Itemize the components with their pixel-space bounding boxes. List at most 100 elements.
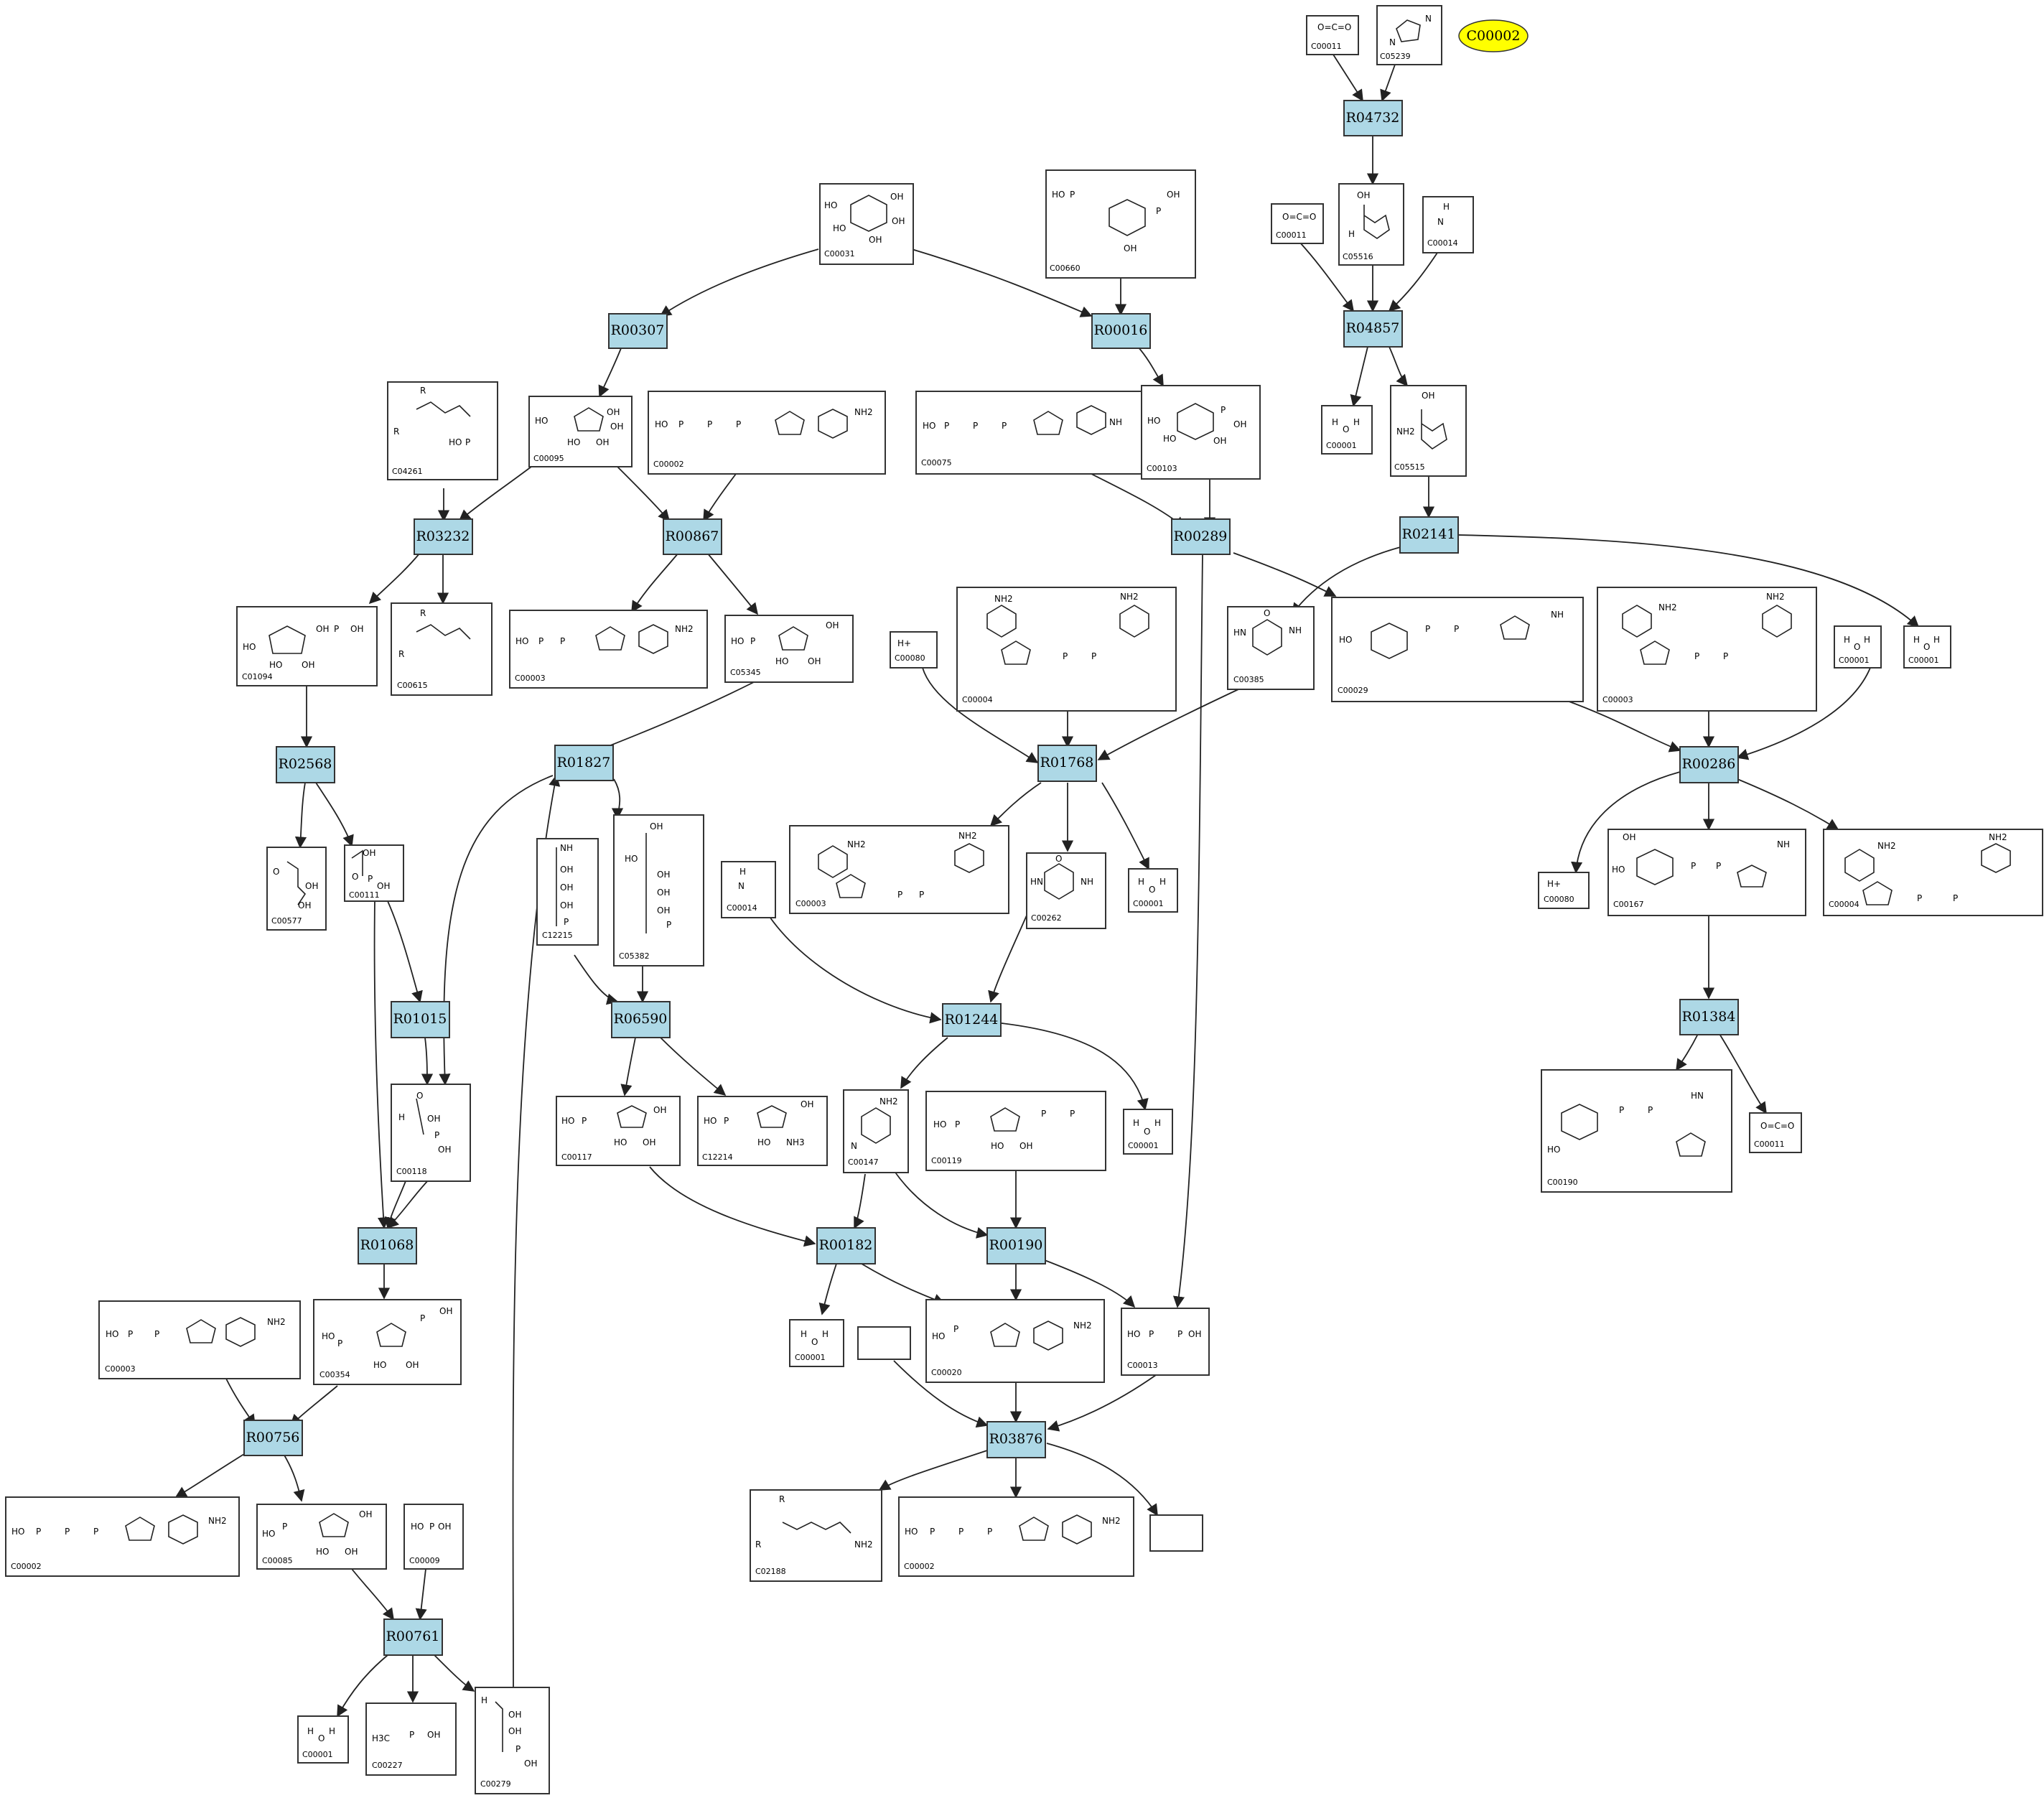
compound-node[interactable]: HO P P OH OH C00660 [1045,169,1196,279]
compound-node[interactable]: H N C00014 [721,861,776,918]
compound-node[interactable]: N N C05239 [1376,5,1442,65]
reaction-node[interactable]: R00867 [663,518,722,555]
compound-node[interactable]: HO P OH HO OH C05345 [724,615,854,683]
atom-label: P [515,1744,521,1754]
compound-node[interactable]: H O H C00001 [1834,625,1882,669]
atom-label: HO [833,223,846,233]
compound-node[interactable]: H OH OH P OH C00279 [475,1687,550,1794]
compound-node[interactable]: R R NH2 C02188 [750,1489,882,1582]
compound-node[interactable]: OH HO P P NH C00167 [1607,829,1806,916]
compound-node[interactable]: H+ C00080 [1538,872,1590,909]
reaction-node[interactable]: R03232 [414,518,473,555]
compound-node[interactable]: O H OH P OH C00118 [391,1084,471,1182]
reaction-node[interactable]: R00182 [816,1227,876,1264]
compound-node[interactable]: HO P P OH C00013 [1121,1308,1210,1376]
edge [386,1177,431,1229]
compound-node[interactable]: HO P P P NH2 C00002 [898,1496,1134,1577]
compound-node[interactable]: HO OH OH HO OH C00095 [528,396,633,467]
compound-node[interactable]: HO P P OH HO OH C00354 [313,1299,462,1385]
compound-node[interactable]: HO P P NH2 C00003 [98,1300,301,1379]
reaction-label: R01015 [393,1011,447,1027]
compound-node[interactable]: HO P P NH C00029 [1331,597,1584,702]
reaction-label: R01384 [1682,1009,1736,1025]
reaction-node[interactable]: R00190 [986,1227,1046,1264]
reaction-node[interactable]: R00761 [383,1618,443,1656]
atom-label: OH [438,1145,451,1155]
highlight-ellipse[interactable]: C00002 [1458,19,1529,52]
compound-node[interactable]: H3C P OH C00227 [365,1702,457,1776]
reaction-node[interactable]: R01068 [358,1227,417,1264]
compound-node[interactable]: R R HO P C04261 [387,381,498,480]
reaction-node[interactable]: R06590 [611,1001,671,1038]
compound-node[interactable]: HO P P HN C00190 [1541,1069,1732,1193]
atom-label: O [1149,885,1155,895]
compound-node[interactable]: OH H C05516 [1338,183,1404,266]
empty-compound-node[interactable] [857,1326,911,1360]
reaction-node[interactable]: R00756 [243,1420,303,1456]
compound-node[interactable]: OH NH2 C05515 [1390,385,1467,477]
reaction-node[interactable]: R03876 [986,1421,1046,1458]
compound-node[interactable]: NH OH OH OH P C12215 [536,838,599,946]
compound-node[interactable]: H N C00014 [1422,196,1474,253]
edge [989,782,1042,827]
compound-node[interactable]: HO P P P NH2 C00002 [648,391,886,475]
reaction-node[interactable]: R02141 [1399,516,1459,554]
compound-node[interactable]: H O H C00001 [1123,1109,1173,1155]
reaction-node[interactable]: R01768 [1037,745,1097,782]
reaction-node[interactable]: R01384 [1679,999,1739,1035]
compound-node[interactable]: NH2 NH2 P P C00004 [1823,829,2043,916]
compound-node[interactable]: NH2 NH2 P P C00004 [956,587,1177,712]
reaction-node[interactable]: R00307 [608,313,668,349]
compound-node[interactable]: HO P P P HO OH C00119 [925,1091,1106,1171]
compound-node[interactable]: HO P OH HO NH3 C12214 [697,1096,828,1166]
compound-node[interactable]: H O H C00001 [1903,625,1951,669]
edge [1101,782,1149,870]
reaction-node[interactable]: R00289 [1171,518,1231,555]
compound-node[interactable]: NH2 NH2 P P C00003 [789,825,1009,914]
compound-node[interactable]: HO P OH HO OH C00117 [556,1096,681,1166]
compound-node[interactable]: HO P OH HO OH C00103 [1141,385,1261,480]
reaction-node[interactable]: R01015 [391,1001,450,1038]
compound-node[interactable]: O HN NH C00385 [1227,606,1315,690]
empty-compound-node[interactable] [1149,1514,1203,1552]
compound-node[interactable]: R R C00615 [391,602,493,696]
compound-node[interactable]: O=C=O C00011 [1271,203,1324,244]
compound-node[interactable]: NH2 NH2 P P C00003 [1597,587,1817,712]
atom-label: OH [508,1710,521,1720]
atom-label: OH [1124,243,1137,253]
atom-label: NH [1551,610,1564,620]
compound-node[interactable]: HO OH P OH HO OH C01094 [236,606,378,686]
atom-label: O [1343,424,1349,434]
atom-label: OH [808,656,821,666]
compound-node[interactable]: O=C=O C00011 [1749,1112,1802,1153]
reaction-node[interactable]: R01244 [942,1003,1002,1037]
compound-node[interactable]: H+ C00080 [890,631,938,669]
compound-node[interactable]: H O H C00001 [1321,405,1373,455]
compound-node[interactable]: H O H C00001 [789,1319,844,1367]
compound-id: C05345 [730,668,761,677]
compound-node[interactable]: HO P P P NH C00075 [915,391,1150,475]
compound-node[interactable]: HO P P NH2 C00003 [509,610,708,689]
compound-node[interactable]: O OH OH C00577 [266,847,327,931]
compound-node[interactable]: OH O P OH C00111 [344,844,404,902]
compound-id: C00003 [515,674,546,683]
compound-node[interactable]: HO OH OH HO OH C00031 [819,183,914,265]
compound-node[interactable]: NH2 N C00147 [843,1089,909,1173]
compound-node[interactable]: O=C=O C00011 [1306,15,1359,55]
compound-node[interactable]: OH HO OH OH OH P C05382 [613,814,704,966]
reaction-node[interactable]: R02568 [276,746,335,783]
reaction-node[interactable]: R00286 [1679,746,1739,783]
reaction-node[interactable]: R04732 [1343,100,1403,136]
compound-node[interactable]: HO P NH2 C00020 [925,1299,1105,1383]
compound-node[interactable]: O HN NH C00262 [1026,852,1106,929]
reaction-node[interactable]: R00016 [1091,313,1151,349]
compound-node[interactable]: HO P OH HO OH C00085 [256,1504,387,1570]
compound-node[interactable]: H O H C00001 [1128,868,1178,913]
compound-node[interactable]: HO P OH C00009 [403,1504,464,1570]
compound-node[interactable]: H O H C00001 [297,1715,349,1764]
reaction-node[interactable]: R04857 [1343,310,1403,348]
compound-node[interactable]: HO P P P NH2 C00002 [5,1496,240,1577]
edge [294,782,307,849]
reaction-node[interactable]: R01827 [554,745,614,781]
